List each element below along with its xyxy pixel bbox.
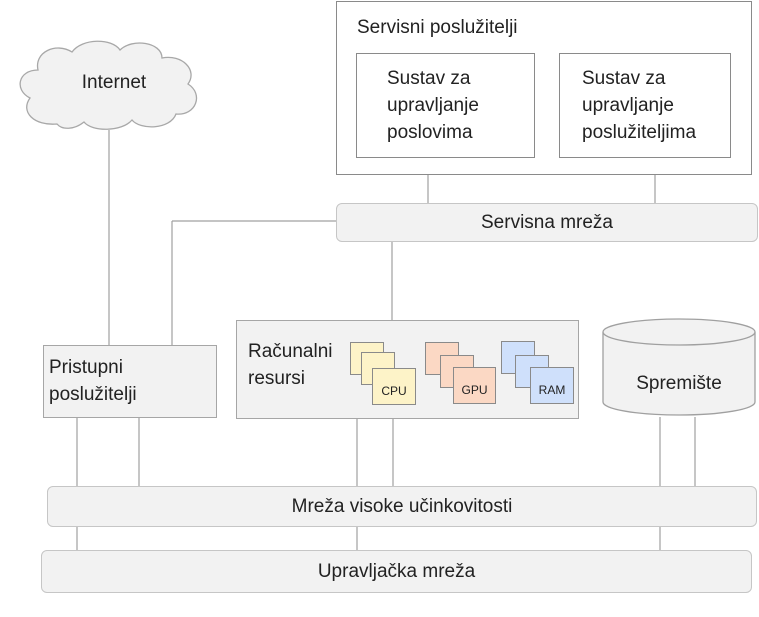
server-management-label: Sustav za upravljanje poslužiteljima	[582, 68, 697, 143]
compute-resources: Računalni resursi CPU GPU RAM	[236, 320, 579, 419]
server-management-system: Sustav za upravljanje poslužiteljima	[559, 53, 731, 158]
service-network: Servisna mreža	[336, 203, 758, 242]
management-network: Upravljačka mreža	[41, 550, 752, 593]
ram-icon: RAM	[530, 367, 574, 404]
job-management-label: Sustav za upravljanje poslovima	[387, 68, 479, 143]
cpu-icon: CPU	[372, 368, 416, 405]
hpc-network: Mreža visoke učinkovitosti	[47, 486, 757, 527]
job-management-system: Sustav za upravljanje poslovima	[356, 53, 535, 158]
access-servers-label: Pristupni poslužitelji	[49, 357, 137, 405]
gpu-icon: GPU	[453, 367, 496, 404]
storage-label: Spremište	[636, 373, 722, 394]
internet-cloud-icon	[19, 40, 198, 130]
compute-resources-label: Računalni resursi	[248, 341, 333, 389]
internet-label: Internet	[81, 72, 147, 93]
service-servers-title: Servisni poslužitelji	[357, 17, 518, 38]
storage-cylinder-icon	[602, 318, 756, 416]
access-servers: Pristupni poslužitelji	[43, 345, 217, 418]
